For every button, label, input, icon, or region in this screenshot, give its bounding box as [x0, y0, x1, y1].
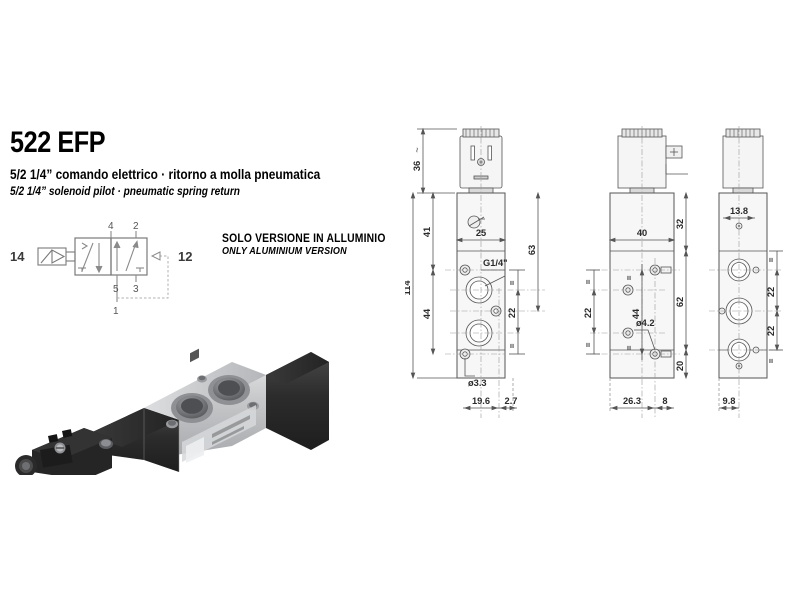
product-label — [182, 348, 256, 463]
valve-end-cap-right — [266, 352, 329, 450]
label-port-5: 5 — [113, 284, 119, 295]
dim-width-40: 40 — [608, 228, 676, 243]
aluminium-note-italian: SOLO VERSIONE IN ALLUMINIO — [222, 233, 386, 245]
side-holes — [622, 264, 672, 360]
label-port-3: 3 — [133, 284, 139, 295]
page-title: 522 EFP — [10, 126, 106, 159]
technical-drawings: 36 ~ 114 — [402, 118, 800, 488]
rear-view: 13.8 22 22 = = — [709, 126, 783, 418]
dim-spacing-22: 22 = = — [507, 269, 525, 355]
label-port-2: 2 — [133, 222, 139, 232]
solenoid-connector — [15, 428, 112, 480]
label-port-12: 12 — [178, 249, 192, 264]
label-d33: ø3.3 — [468, 378, 487, 388]
dim-coil-height: 36 ~ — [412, 127, 457, 195]
title-block: 522 EFP 5/2 1/4” comando elettrico · rit… — [10, 128, 410, 199]
dim-40: 40 — [637, 228, 647, 238]
dim-63: 63 — [527, 245, 537, 255]
product-photo — [4, 300, 334, 480]
pilot-arrow-right — [150, 251, 161, 261]
dim-62: 62 — [675, 297, 685, 307]
dim-44-side: 44 — [631, 308, 641, 319]
dim-lower-44: 44 — [422, 268, 436, 356]
dim-bottom-front: 19.6 2.7 — [463, 378, 517, 413]
callout-d33: ø3.3 — [464, 358, 487, 388]
dim-41: 41 — [422, 227, 432, 237]
dim-2-7: 2.7 — [505, 396, 518, 406]
solenoid-arrow — [51, 249, 66, 264]
dim-13-8: 13.8 — [730, 206, 748, 216]
label-port-14: 14 — [10, 249, 25, 264]
dim-26-3: 26.3 — [623, 396, 641, 406]
valve-ports — [171, 375, 250, 423]
dim-20: 20 — [675, 361, 685, 371]
front-view: 36 ~ 114 — [402, 126, 545, 418]
dim-offset-13-8: 13.8 — [723, 206, 755, 221]
valve-position-b — [110, 237, 148, 276]
dim-22-rear-lower: 22 — [766, 326, 776, 336]
dim-top-32: 32 — [675, 191, 689, 253]
manual-override — [467, 215, 481, 229]
dim-9-8: 9.8 — [723, 396, 736, 406]
callout-d42: ø4.2 — [634, 318, 656, 351]
tick-equal-upper: = — [508, 280, 517, 285]
tick-inner-upper: = — [625, 275, 634, 280]
label-d42: ø4.2 — [636, 318, 655, 328]
dim-bottom-rear: 9.8 — [718, 378, 739, 413]
dim-upper-41: 41 — [422, 191, 436, 272]
dim-44: 44 — [422, 308, 432, 319]
dim-bottom-side: 26.3 8 — [609, 378, 674, 413]
dim-right-63: 63 — [527, 191, 541, 313]
dim-22-rear-upper: 22 — [766, 287, 776, 297]
dim-25: 25 — [476, 228, 486, 238]
tick-inner-lower: = — [625, 345, 634, 350]
dim-36-approx: ~ — [412, 147, 422, 152]
side-view: 40 32 62 — [583, 126, 689, 418]
dim-22: 22 — [507, 308, 517, 318]
dim-19-6: 19.6 — [472, 396, 490, 406]
dim-114: 114 — [405, 280, 412, 296]
dim-center-44: 44 — [631, 264, 645, 360]
dim-8: 8 — [662, 396, 667, 406]
dim-rear-spacing: 22 22 = = — [766, 250, 783, 363]
valve-schematic-symbol: 14 12 4 2 5 3 1 — [0, 221, 210, 322]
solenoid-actuator-box — [37, 247, 67, 266]
aluminium-note: SOLO VERSIONE IN ALLUMINIO ONLY ALUMINIU… — [222, 232, 404, 259]
label-port-4: 4 — [108, 222, 114, 232]
tick-equal-lower-side: = — [584, 342, 593, 347]
callout-g14: G1/4" — [481, 258, 508, 287]
dim-32: 32 — [675, 219, 685, 229]
dim-width-25: 25 — [455, 228, 507, 243]
label-g14: G1/4" — [483, 258, 508, 268]
tick-equal-rear-upper: = — [767, 257, 776, 262]
dim-bottom-20: 20 — [675, 348, 689, 380]
aluminium-note-english: ONLY ALUMINIUM VERSION — [222, 246, 347, 258]
dim-left-22: 22 = = — [583, 269, 600, 355]
subtitle-english: 5/2 1/4” solenoid pilot · pneumatic spri… — [10, 185, 240, 198]
dim-mid-62: 62 — [675, 249, 689, 352]
dim-total-height: 114 — [402, 191, 457, 380]
tick-equal-upper-side: = — [584, 279, 593, 284]
coil-body-rear — [722, 135, 764, 189]
dim-22-side: 22 — [583, 308, 593, 318]
dim-36: 36 — [412, 161, 422, 171]
coil-connector-rear — [725, 128, 761, 138]
label-port-1: 1 — [113, 306, 119, 317]
tick-equal-rear-lower: = — [767, 358, 776, 363]
subtitle-italian: 5/2 1/4” comando elettrico · ritorno a m… — [10, 167, 321, 182]
pilot-return-line — [117, 255, 169, 299]
tick-equal-lower: = — [508, 343, 517, 348]
